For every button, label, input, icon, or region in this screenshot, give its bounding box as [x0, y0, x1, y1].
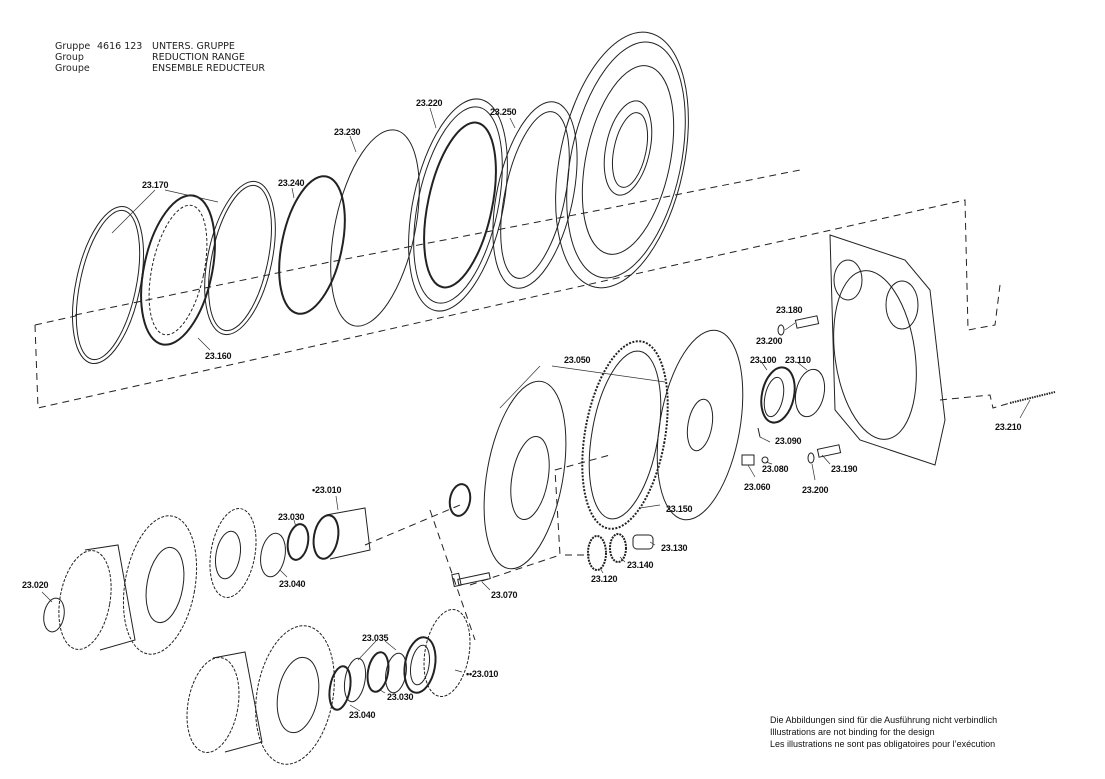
part-label-23170: 23.170	[142, 180, 169, 190]
part-label-23060: 23.060	[744, 482, 771, 492]
part-23190-pin	[807, 444, 842, 464]
part-rear-plate	[829, 234, 946, 466]
disclaimer-en: Illustrations are not binding for the de…	[770, 727, 935, 737]
header-row-fr: Groupe ENSEMBLE REDUCTEUR	[55, 63, 265, 74]
part-23120-planet-gear	[587, 535, 607, 571]
part-23040-ring-lower	[328, 665, 352, 711]
part-label-23250: 23.250	[490, 107, 517, 117]
assembly-path-right	[939, 394, 1011, 409]
group-title-de: UNTERS. GRUPPE	[152, 41, 235, 52]
header-row-en: Group REDUCTION RANGE	[55, 52, 265, 63]
part-label-23200-a: 23.200	[756, 336, 783, 346]
disclaimer-note: Die Abbildungen sind für die Ausführung …	[770, 714, 997, 750]
part-outer-drum-lower	[186, 651, 263, 753]
part-23030-bushing-lower	[366, 651, 390, 693]
part-label-23030-lower: 23.030	[387, 692, 414, 702]
group-header: Gruppe 4616 123 UNTERS. GRUPPE Group REDUCT…	[55, 41, 265, 74]
part-23180-pin	[777, 315, 820, 336]
disclaimer-fr: Les illustrations ne sont pas obligatoir…	[770, 739, 996, 749]
part-23230-seal-ring	[330, 129, 420, 327]
part-23010-sun-gear-lower	[403, 609, 471, 697]
part-23020-circlip	[43, 597, 65, 633]
leader-lines	[41, 107, 1031, 712]
part-label-23035: 23.035	[362, 633, 389, 643]
part-gear-lower	[255, 625, 335, 765]
part-23160-friction-disc	[140, 194, 216, 346]
part-23070-bolt	[451, 572, 491, 588]
disclaimer-de: Die Abbildungen sind für die Ausführung …	[770, 715, 998, 725]
part-23140-needle-bearing	[609, 533, 627, 563]
part-23040-ring-upper	[260, 532, 286, 578]
part-label-23200-b: 23.200	[802, 485, 829, 495]
part-label-23090: 23.090	[775, 436, 802, 446]
group-label-fr: Groupe	[55, 63, 90, 74]
part-23170-plate-a	[72, 205, 144, 365]
assembly-path-top	[34, 169, 1001, 409]
part-label-23210: 23.210	[995, 422, 1022, 432]
group-title-en: REDUCTION RANGE	[152, 52, 245, 63]
part-housing-cover	[555, 31, 689, 289]
header-row-de: Gruppe 4616 123 UNTERS. GRUPPE	[55, 41, 265, 52]
part-label-23150: 23.150	[666, 504, 693, 514]
part-23010-sun-gear-upper	[312, 507, 371, 560]
part-clutch-drum-upper	[209, 508, 257, 598]
part-bearing-small	[448, 483, 472, 517]
part-label-23140: 23.140	[627, 560, 654, 570]
group-label-de: Gruppe	[55, 41, 91, 52]
part-23240-o-ring	[278, 175, 346, 315]
part-gear-upper	[122, 515, 198, 655]
group-title-fr: ENSEMBLE REDUCTEUR	[152, 63, 266, 74]
part-23110-circlip	[794, 368, 826, 418]
part-label-23230: 23.230	[334, 127, 361, 137]
part-23030-bushing-upper	[286, 523, 310, 561]
part-label-23190: 23.190	[831, 464, 858, 474]
part-23210-rod	[1009, 391, 1056, 404]
part-label-23070: 23.070	[491, 590, 518, 600]
part-23250-ring	[492, 101, 578, 289]
part-23060-23080-23090	[741, 427, 769, 466]
part-label-23080: 23.080	[762, 464, 789, 474]
group-number: 4616 123	[97, 41, 143, 52]
group-label-en: Group	[55, 52, 84, 63]
part-label-23110: 23.110	[785, 355, 811, 365]
part-label-23010-lower: ••23.010	[466, 669, 499, 679]
part-label-23050: 23.050	[564, 355, 591, 365]
part-23050-carrier-rear	[656, 329, 744, 521]
part-label-23040-lower: 23.040	[349, 710, 376, 720]
part-label-23010-upper: •23.010	[312, 485, 342, 495]
part-23220-piston	[408, 98, 508, 312]
part-23130-pin	[632, 534, 654, 550]
part-label-23180: 23.180	[776, 305, 803, 315]
part-label-23160: 23.160	[205, 351, 232, 361]
part-label-23040-upper: 23.040	[279, 579, 306, 589]
part-23170-plate-b	[204, 180, 276, 336]
part-label-23120: 23.120	[591, 574, 618, 584]
part-label-23130: 23.130	[661, 543, 688, 553]
assembly-path-center	[364, 454, 611, 641]
part-label-23020: 23.020	[22, 580, 49, 590]
part-label-23030-upper: 23.030	[278, 512, 305, 522]
part-label-23100: 23.100	[750, 355, 777, 365]
part-label-23220: 23.220	[416, 98, 443, 108]
part-23035-ring	[343, 652, 407, 703]
part-outer-drum-upper	[58, 544, 136, 651]
part-23100-bearing	[760, 366, 796, 424]
part-label-23240: 23.240	[278, 178, 305, 188]
part-23050-carrier-front	[483, 380, 567, 570]
